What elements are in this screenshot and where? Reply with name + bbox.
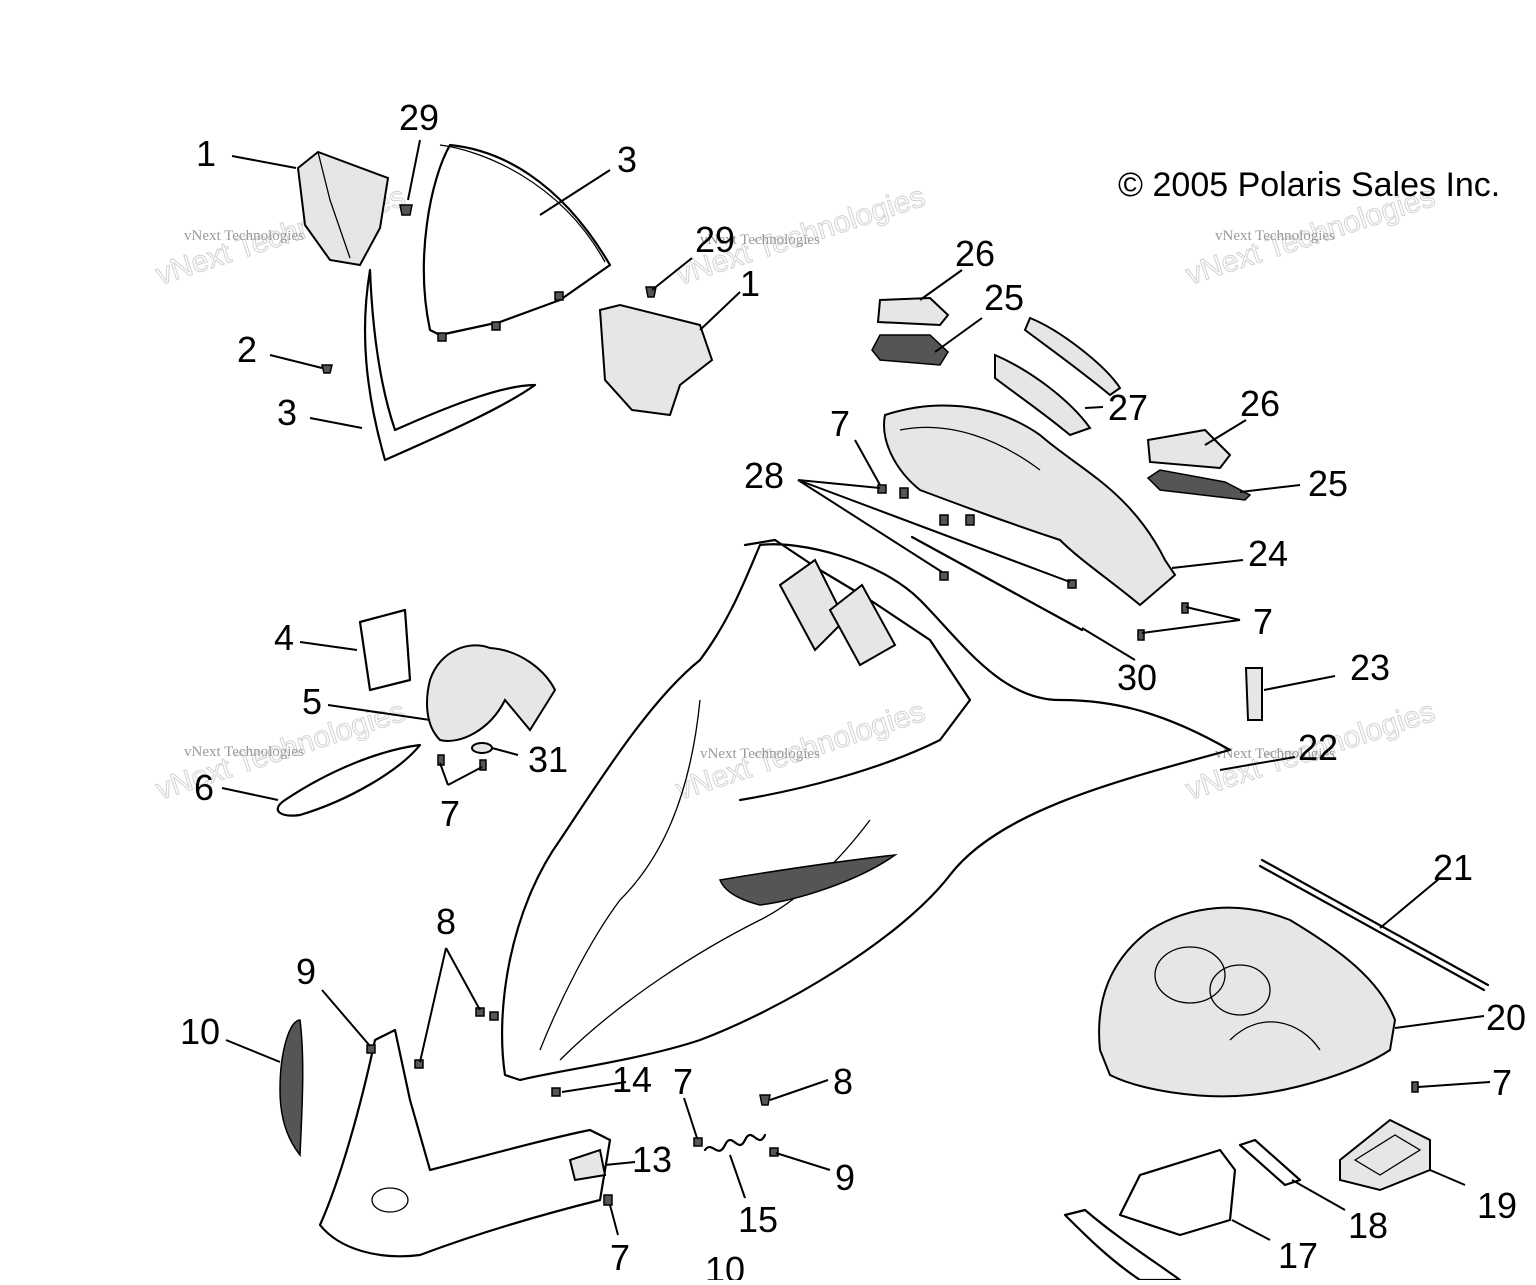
part-5-headlight-bucket — [426, 644, 557, 742]
part-13-nose-pan — [318, 1028, 612, 1258]
callout-label: 14 — [612, 1059, 652, 1100]
callout-label: 28 — [744, 455, 784, 496]
callout-label: 29 — [399, 97, 439, 138]
callout-label: 9 — [835, 1157, 855, 1198]
callout-label: 22 — [1298, 727, 1338, 768]
callout-label: 29 — [695, 219, 735, 260]
svg-text:vNext Technologies: vNext Technologies — [184, 228, 304, 244]
callout-label: 26 — [955, 233, 995, 274]
callout-label: 26 — [1240, 383, 1280, 424]
callout-label: 5 — [302, 681, 322, 722]
callout-label: 7 — [440, 793, 460, 834]
callout-label: 15 — [738, 1199, 778, 1240]
callout-label: 10 — [180, 1011, 220, 1052]
callout-label: 7 — [673, 1061, 693, 1102]
part-21-seal-strip — [1258, 858, 1490, 992]
part-10-side-grille — [279, 1019, 304, 1158]
part-1-left-mirror-cover — [296, 150, 390, 267]
part-25-housing-right — [1146, 469, 1252, 501]
callout-label: 10 — [705, 1249, 745, 1280]
part-3-windshield-trim — [321, 268, 537, 462]
callout-label: 20 — [1486, 997, 1526, 1038]
callout-labels: 1 29 3 29 1 2 3 26 25 27 26 7 28 25 24 7… — [180, 97, 1526, 1285]
callout-label: 18 — [1348, 1205, 1388, 1246]
callout-label: 7 — [610, 1237, 630, 1278]
part-26-lens-right — [1146, 428, 1232, 470]
callout-label: 23 — [1350, 647, 1390, 688]
leader-lines — [221, 139, 1491, 1241]
callout-label: 1 — [740, 263, 760, 304]
part-18-seal — [1238, 1138, 1302, 1187]
svg-text:vNext Technologies: vNext Technologies — [700, 746, 820, 762]
part-31-washer — [471, 742, 493, 754]
callout-label: 24 — [1248, 533, 1288, 574]
svg-text:vNext Technologies: vNext Technologies — [184, 744, 304, 760]
part-4-lens — [358, 608, 412, 692]
callout-label: 17 — [1278, 1235, 1318, 1276]
callout-label: 2 — [237, 329, 257, 370]
part-23-bracket — [1244, 667, 1263, 721]
callout-label: 1 — [196, 133, 216, 174]
part-hood — [500, 538, 1232, 1082]
callout-label: 7 — [1253, 601, 1273, 642]
part-17-foam — [1063, 1148, 1237, 1282]
callout-label: 25 — [1308, 463, 1348, 504]
callout-label: 31 — [528, 739, 568, 780]
copyright-text: © 2005 Polaris Sales Inc. — [1118, 166, 1500, 204]
part-25-housing-top — [871, 334, 949, 366]
callout-label: 25 — [984, 277, 1024, 318]
callout-label: 4 — [274, 617, 294, 658]
part-6-trim-strip — [276, 743, 422, 817]
part-19-filter — [1339, 1118, 1431, 1192]
callout-label: 7 — [1492, 1062, 1512, 1103]
callout-label: 8 — [436, 901, 456, 942]
callout-label: 3 — [277, 392, 297, 433]
callout-label: 3 — [617, 139, 637, 180]
callout-label: 6 — [194, 767, 214, 808]
part-15-spring — [703, 1133, 767, 1152]
callout-label: 7 — [830, 403, 850, 444]
part-20-air-box — [1098, 906, 1397, 1098]
callout-label: 8 — [833, 1061, 853, 1102]
part-29-screw — [399, 204, 413, 216]
part-30-rod — [910, 535, 1084, 632]
callout-label: 30 — [1117, 657, 1157, 698]
part-26-lens-top — [876, 296, 950, 327]
part-hardware — [366, 484, 1419, 1206]
svg-text:vNext Technologies: vNext Technologies — [700, 232, 820, 248]
svg-text:vNext Technologies: vNext Technologies — [1215, 228, 1335, 244]
callout-label: 21 — [1433, 847, 1473, 888]
part-27-gauge-bezel — [994, 316, 1122, 437]
part-24-instrument-pod — [883, 404, 1177, 607]
part-3-windshield — [422, 143, 612, 342]
part-1-right-mirror-cover — [598, 303, 714, 417]
callout-label: 27 — [1108, 387, 1148, 428]
callout-label: 13 — [632, 1139, 672, 1180]
callout-label: 9 — [296, 951, 316, 992]
callout-label: 19 — [1477, 1185, 1517, 1226]
svg-text:vNext Technologies: vNext Technologies — [1215, 746, 1335, 762]
